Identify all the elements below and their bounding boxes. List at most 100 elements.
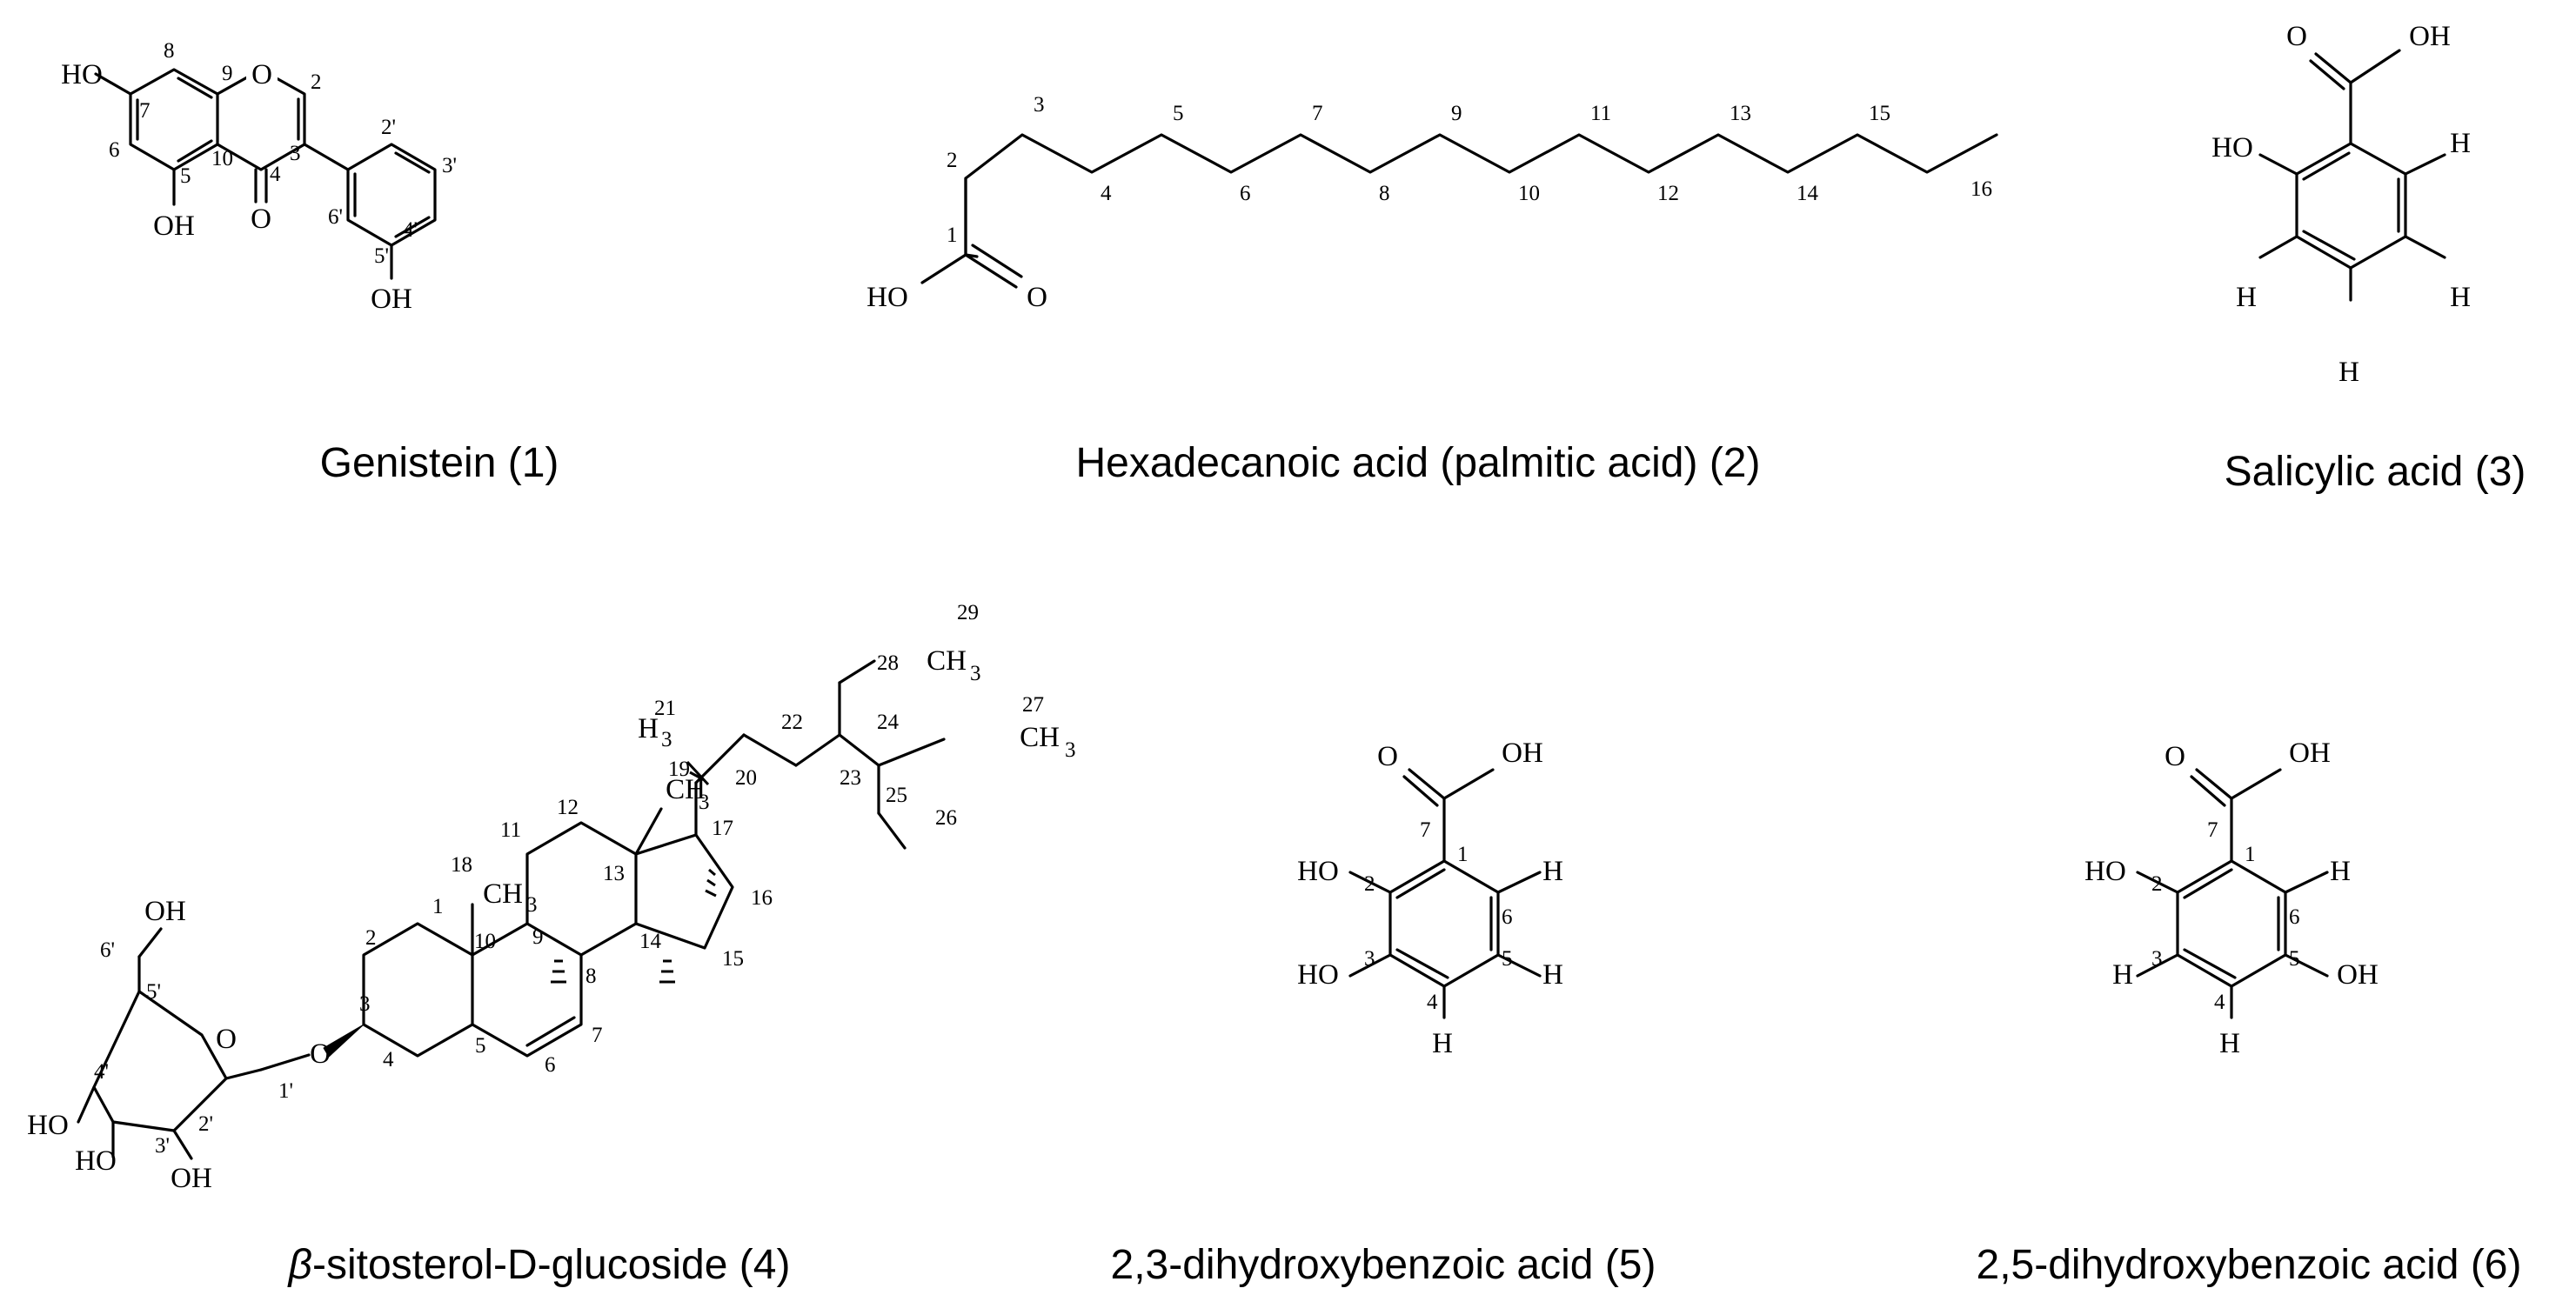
locant: 4' <box>94 1060 109 1084</box>
locant: 13 <box>603 862 625 885</box>
atom-label: O <box>2286 21 2307 52</box>
locant: 5 <box>180 164 191 188</box>
caption-2-3-dihydroxybenzoic-acid: 2,3-dihydroxybenzoic acid (5) <box>1111 1242 1656 1288</box>
structure-palmitic-acid: HO O 1 2 3 4 5 6 7 8 9 10 11 12 13 14 15… <box>866 93 1998 486</box>
locant: 6 <box>1240 182 1251 205</box>
locant: 6 <box>109 138 120 162</box>
locant: 6 <box>2289 905 2300 929</box>
locant: 18 <box>451 853 472 877</box>
subscript: 3 <box>699 791 710 814</box>
salicylic-bonds <box>2258 49 2446 302</box>
atom-label: H <box>2112 959 2133 991</box>
locant: 21 <box>654 697 676 720</box>
locant: 10 <box>211 147 233 170</box>
atom-label: H <box>1432 1028 1453 1059</box>
atom-label: H <box>2450 282 2471 313</box>
atom-label: HO <box>2084 856 2126 887</box>
locant: 6' <box>100 938 115 962</box>
dhb25-labels: O OH HO H OH H H 7 1 2 3 4 5 6 <box>2084 738 2379 1059</box>
locant: 28 <box>877 651 899 675</box>
palmitic-bonds <box>920 133 1998 289</box>
palmitic-labels: HO O 1 2 3 4 5 6 7 8 9 10 11 12 13 14 15… <box>866 93 1992 313</box>
atom-label: OH <box>371 284 412 315</box>
locant: 27 <box>1022 693 1044 717</box>
locant: 5 <box>475 1034 486 1058</box>
structure-2-5-dihydroxybenzoic-acid: O OH HO H OH H H 7 1 2 3 4 5 6 2,5-dihyd… <box>1977 738 2522 1288</box>
locant: 4 <box>1427 991 1438 1014</box>
caption-palmitic-acid: Hexadecanoic acid (palmitic acid) (2) <box>1076 440 1761 486</box>
locant: 4 <box>1101 182 1112 205</box>
locant: 3 <box>359 992 371 1016</box>
atom-label: OH <box>144 896 186 927</box>
dhb25-bonds <box>2136 768 2329 1019</box>
locant: 7 <box>2207 818 2218 842</box>
locant: 9 <box>222 62 233 85</box>
locant: 7 <box>592 1024 603 1047</box>
atom-label: HO <box>61 59 103 90</box>
locant: 3 <box>2151 947 2163 971</box>
caption-2-5-dihydroxybenzoic-acid: 2,5-dihydroxybenzoic acid (6) <box>1977 1242 2522 1288</box>
locant: 3 <box>1364 947 1375 971</box>
atom-label: OH <box>2289 738 2331 769</box>
locant: 2 <box>1364 872 1375 896</box>
locant: 22 <box>781 711 803 734</box>
locant: 8 <box>585 965 597 988</box>
locant: 1 <box>1457 843 1469 866</box>
atom-label: H <box>2236 282 2257 313</box>
locant: 6' <box>328 205 343 229</box>
locant: 20 <box>735 766 757 790</box>
atom-label: H <box>638 713 659 744</box>
locant: 1' <box>278 1079 293 1103</box>
locant: 5 <box>1173 102 1184 125</box>
locant: 11 <box>1590 102 1611 125</box>
locant: 7 <box>1420 818 1431 842</box>
locant: 8 <box>164 39 175 63</box>
locant: 2 <box>947 149 958 172</box>
atom-label: HO <box>1297 959 1339 991</box>
atom-label: O <box>251 204 271 235</box>
sitosterol-labels: OH O O HO HO OH CH 3 CH 3 H 3 CH 3 CH 3 … <box>27 601 1075 1194</box>
locant: 5 <box>1502 947 1513 971</box>
atom-label: CH <box>666 774 706 805</box>
locant: 14 <box>639 930 662 953</box>
caption-genistein: Genistein (1) <box>320 440 559 486</box>
locant: 4 <box>2214 991 2225 1014</box>
atom-label: H <box>2338 357 2359 388</box>
locant: 12 <box>1657 182 1679 205</box>
subscript: 3 <box>1065 738 1076 762</box>
locant: 15 <box>1869 102 1890 125</box>
locant: 2' <box>198 1112 213 1136</box>
locant: 4 <box>270 163 281 186</box>
atom-label: H <box>2450 128 2471 159</box>
atom-label: CH <box>483 878 523 910</box>
structure-2-3-dihydroxybenzoic-acid: O OH HO HO H H H 7 1 2 3 4 5 6 2,3-dihyd… <box>1111 738 1656 1288</box>
locant: 19 <box>668 758 690 781</box>
atom-label: H <box>2330 856 2351 887</box>
atom-label: OH <box>153 210 195 242</box>
locant: 23 <box>840 766 861 790</box>
locant: 5 <box>2289 947 2300 971</box>
locant: 5' <box>146 980 161 1004</box>
locant: 11 <box>500 818 521 842</box>
atom-label: OH <box>1502 738 1543 769</box>
locant: 3 <box>1034 93 1045 117</box>
atom-label: H <box>2219 1028 2240 1059</box>
atom-label: O <box>216 1024 237 1055</box>
locant: 15 <box>722 947 744 971</box>
locant: 29 <box>957 601 979 624</box>
locant: 4 <box>383 1048 394 1071</box>
locant: 13 <box>1730 102 1751 125</box>
atom-label: HO <box>75 1145 117 1177</box>
locant: 4' <box>403 218 418 242</box>
locant: 3' <box>155 1134 170 1158</box>
locant: 14 <box>1797 182 1819 205</box>
subscript: 3 <box>526 893 538 917</box>
dhb23-labels: O OH HO HO H H H 7 1 2 3 4 5 6 <box>1297 738 1563 1059</box>
locant: 1 <box>432 895 444 918</box>
locant: 2 <box>311 70 322 94</box>
caption-salicylic-acid: Salicylic acid (3) <box>2225 449 2526 495</box>
locant: 25 <box>886 784 907 807</box>
structure-sitosterol-glucoside: OH O O HO HO OH CH 3 CH 3 H 3 CH 3 CH 3 … <box>27 601 1075 1288</box>
atom-label: OH <box>2409 21 2451 52</box>
